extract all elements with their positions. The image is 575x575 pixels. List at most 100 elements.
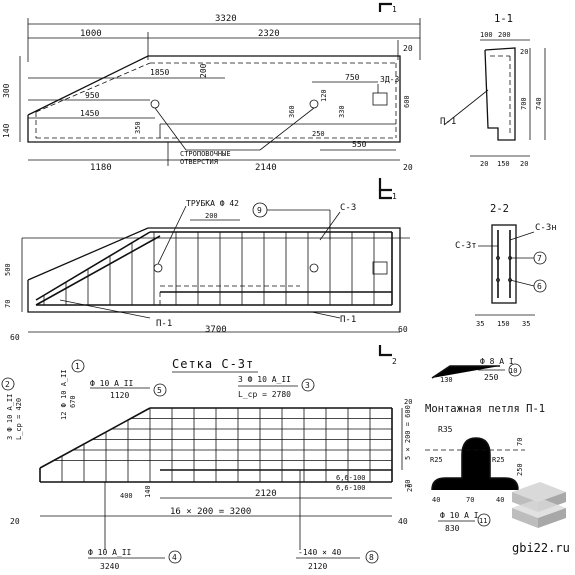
rv-end-right: 60 <box>398 325 408 334</box>
dim-550: 550 <box>352 140 367 149</box>
dim-120: 120 <box>320 89 328 102</box>
dim-360: 360 <box>288 105 296 118</box>
dim-1180: 1180 <box>90 163 112 173</box>
rv-length: 3700 <box>205 325 227 335</box>
dim-950: 950 <box>85 91 100 100</box>
dim-200: 200 <box>199 63 208 78</box>
dim-overall: 3320 <box>215 14 237 24</box>
loop-r35: R35 <box>438 425 453 434</box>
svg-text:3: 3 <box>305 381 310 390</box>
svg-text:1: 1 <box>75 362 80 371</box>
mesh-dim-66b: 6,6-100 <box>336 484 366 492</box>
mesh-mark-3 <box>301 378 315 392</box>
dim-750: 750 <box>345 73 360 82</box>
section-2-2-title: 2-2 <box>490 203 509 215</box>
mesh-d70: 70 <box>404 480 412 488</box>
mesh-pitch-main: 16 × 200 = 3200 <box>170 507 251 517</box>
watermark: gbi22.ru <box>512 482 570 555</box>
section-1-1: 1-1 100 200 20 700 740 20 150 20 П-1 <box>440 13 546 168</box>
loop-length: 830 <box>445 524 460 533</box>
loop-title: Монтажная петля П-1 <box>425 403 545 415</box>
embed-plate <box>372 92 388 106</box>
embed-label: ЗД-3 <box>380 75 399 84</box>
sec22-mark-6: 6 <box>537 282 542 291</box>
bar10-mark <box>508 363 522 377</box>
section-mark-2-bottom: 2 <box>392 357 397 366</box>
dim-330: 330 <box>338 105 346 118</box>
mesh-mark-5 <box>153 383 167 397</box>
dim-350: 350 <box>134 121 142 134</box>
loop-w40: 40 <box>432 496 440 504</box>
elevation-view: 3320 1000 2320 20 ЗД-3 1850 950 1450 200… <box>2 2 421 201</box>
svg-text:10: 10 <box>509 367 517 375</box>
svg-text:8: 8 <box>369 553 374 562</box>
mesh-horizontals <box>53 418 392 461</box>
mesh-dim-66a: 6,6-100 <box>336 474 366 482</box>
mesh-title: Сетка С-3т <box>172 357 254 371</box>
sec11-dim-740: 740 <box>535 97 543 110</box>
holes-note-2: ОТВЕРСТИЯ <box>180 158 218 166</box>
rv-h70: 70 <box>4 300 12 308</box>
mesh-mark-2 <box>1 377 15 391</box>
mesh-pitch-600: 5 × 200 = 600 <box>404 405 412 460</box>
svg-text:9: 9 <box>257 206 262 215</box>
dim-1450: 1450 <box>80 109 99 118</box>
bar4-spec: Ф 10 А_II <box>88 548 132 557</box>
reinforcement-view: ТРУБКА Ф 42 200 9 С-3 П-1 П-1 3700 60 60… <box>4 190 410 366</box>
mesh-mark-4 <box>168 550 182 564</box>
dim-height: 300 <box>2 83 11 98</box>
mesh-c3t: Сетка С-3т 2 3 Ф 10 А_II L_ср = 420 1 12… <box>1 357 412 571</box>
bar3-len: L_ср = 2780 <box>238 390 291 399</box>
mesh-dim-140: 140 <box>144 485 152 498</box>
sec22-mesh-left: С-3т <box>455 241 477 251</box>
holes-note-1: СТРОПОВОЧНЫЕ <box>180 150 231 158</box>
dim-end-top: 20 <box>403 44 413 53</box>
dim-right: 2320 <box>258 29 280 39</box>
bar10-dim-250: 250 <box>484 373 499 382</box>
mesh-d20: 20 <box>404 398 412 406</box>
rv-mesh-verticals <box>43 232 375 305</box>
svg-text:4: 4 <box>172 553 177 562</box>
loop-w70: 70 <box>466 496 474 504</box>
sec11-dim-700: 700 <box>520 97 528 110</box>
sec11-callout-p1: П-1 <box>440 117 456 127</box>
bar1-spec: 12 Ф 10 А_II <box>60 369 68 420</box>
bar5-spec: Ф 10 А_II <box>90 379 134 388</box>
loop-h20: 20 <box>406 484 414 492</box>
sec22-b35r: 35 <box>522 320 530 328</box>
section-2-2: 2-2 С-3т С-3н 7 6 35 150 35 <box>455 203 557 328</box>
dim-140: 140 <box>2 123 11 138</box>
bar10-dim-130: 130 <box>440 376 453 384</box>
sec11-dim-200: 200 <box>498 31 511 39</box>
sec22-b35: 35 <box>476 320 484 328</box>
bar3-spec: 3 Ф 10 А_II <box>238 375 291 384</box>
sec22-mark-7: 7 <box>537 254 542 263</box>
dim-20-bottom: 20 <box>403 163 413 172</box>
lifting-hole-left <box>150 99 160 109</box>
watermark-text: gbi22.ru <box>512 541 570 555</box>
dim-1850: 1850 <box>150 68 169 77</box>
dim-2140: 2140 <box>255 163 277 173</box>
sec11-dim-b20r: 20 <box>520 160 528 168</box>
section-mark-1-top: 1 <box>392 5 397 14</box>
bar1-len: 670 <box>69 395 77 408</box>
svg-text:11: 11 <box>479 517 487 525</box>
loop-spec: Ф 10 А I <box>440 511 479 520</box>
section-1-1-title: 1-1 <box>494 13 513 25</box>
mesh-dim-400: 400 <box>120 492 133 500</box>
svg-text:5: 5 <box>157 386 162 395</box>
sec11-dim-b20: 20 <box>480 160 488 168</box>
sec11-dim-20: 20 <box>520 48 528 56</box>
loop-h250: 250 <box>516 463 524 476</box>
mesh-mark-8 <box>365 550 379 564</box>
rv-pipe-label: ТРУБКА Ф 42 <box>186 199 239 208</box>
rv-p1-left: П-1 <box>156 319 172 329</box>
rv-p1-right: П-1 <box>340 315 356 325</box>
sec11-dim-b150: 150 <box>497 160 510 168</box>
bar4-len: 3240 <box>100 562 119 571</box>
svg-text:2: 2 <box>5 380 10 389</box>
bar2-len: L_ср = 420 <box>15 398 23 440</box>
dim-250: 250 <box>312 130 325 138</box>
rv-end-left: 60 <box>10 333 20 342</box>
